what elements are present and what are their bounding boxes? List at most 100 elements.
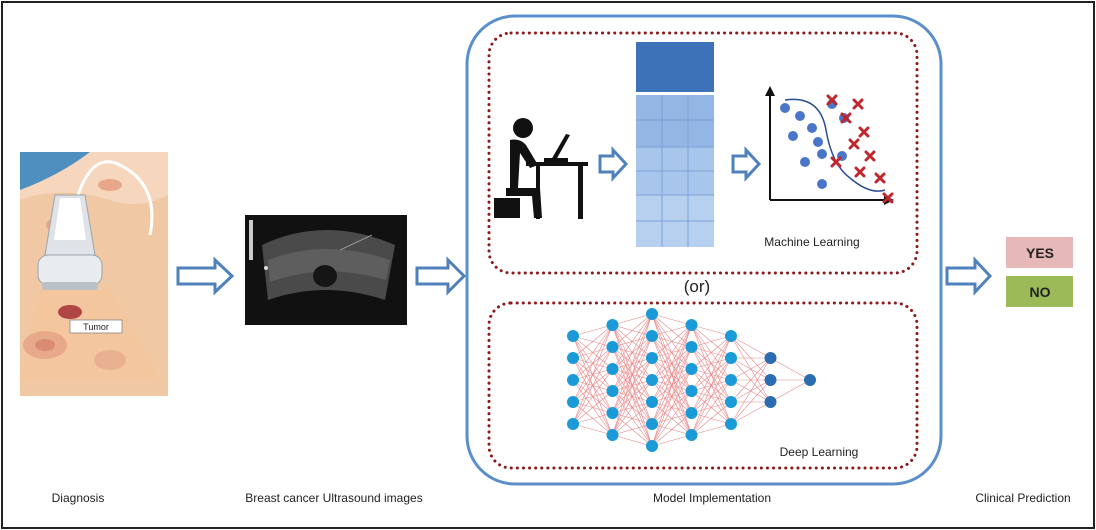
nn-node	[567, 352, 579, 364]
nn-edge	[612, 423, 653, 436]
nn-node	[646, 352, 658, 364]
diagnosis-illustration: Tumor	[20, 152, 168, 396]
nn-edge	[572, 390, 613, 425]
nn-node	[606, 407, 619, 419]
nn-edge	[572, 324, 613, 359]
nn-edge	[612, 313, 653, 370]
nn-node	[804, 374, 816, 386]
ultrasound-images-label: Breast cancer Ultrasound images	[245, 491, 422, 505]
ultrasound-marker	[339, 234, 373, 251]
nn-node	[685, 385, 698, 397]
ultrasound-lesion	[313, 265, 337, 287]
nn-node	[685, 363, 698, 375]
ultrasound-image	[245, 215, 407, 325]
tumor-label-box	[69, 319, 123, 334]
nn-node	[725, 352, 737, 364]
nn-node	[725, 374, 737, 386]
blue-corner	[20, 152, 90, 190]
scatter-point-blue	[795, 111, 805, 121]
ml-dotted-box	[487, 31, 919, 275]
nn-node	[685, 341, 698, 353]
ultrasound-probe-icon	[37, 194, 103, 290]
nn-edge	[691, 335, 732, 392]
nn-edge	[612, 313, 653, 392]
nn-edge	[691, 335, 732, 348]
nn-edge	[612, 313, 653, 326]
tissue-blob	[98, 179, 122, 191]
nn-node	[646, 440, 658, 452]
nn-edge	[572, 346, 613, 425]
nn-edge	[770, 379, 811, 403]
nn-edge	[572, 423, 613, 436]
nn-edge	[572, 324, 613, 337]
nn-edge	[651, 412, 692, 447]
nn-edge	[730, 357, 771, 403]
scatter-point-red	[852, 98, 864, 110]
nn-edge	[651, 324, 692, 425]
nn-edge	[651, 324, 692, 447]
scatter-point-red	[840, 112, 852, 124]
nn-edge	[691, 401, 732, 436]
nn-edge	[651, 434, 692, 447]
ultrasound-dot	[264, 266, 268, 270]
scatter-plot-icon	[765, 86, 894, 205]
neural-network-edges	[572, 313, 811, 447]
nn-node	[725, 330, 737, 342]
nn-edge	[612, 313, 653, 414]
nn-edge	[651, 368, 692, 447]
nn-node	[685, 429, 698, 441]
nn-edge	[730, 357, 771, 425]
scatter-point-blue	[780, 103, 790, 113]
nn-node	[606, 363, 619, 375]
deep-learning-label: Deep Learning	[780, 445, 859, 459]
nn-edge	[651, 390, 692, 447]
tumor-shape	[58, 305, 82, 319]
nn-node	[606, 341, 619, 353]
nn-node	[725, 418, 737, 430]
person-at-laptop-icon	[494, 118, 588, 219]
nn-node	[764, 374, 777, 386]
nn-edge	[691, 324, 732, 337]
scatter-point-blue	[817, 149, 827, 159]
nn-edge	[691, 379, 732, 436]
scatter-point-red	[874, 172, 886, 184]
tissue-blob	[94, 350, 126, 370]
nn-node	[685, 319, 698, 331]
prediction-no-label: NO	[1030, 284, 1051, 300]
nn-node	[646, 330, 658, 342]
or-label: (or)	[684, 277, 710, 296]
nn-node	[606, 385, 619, 397]
nn-node	[764, 352, 777, 364]
prediction-no-box	[1006, 276, 1073, 307]
nn-edge	[770, 357, 811, 381]
nn-edge	[572, 368, 613, 425]
nn-edge	[651, 346, 692, 447]
nn-edge	[651, 313, 692, 326]
nn-edge	[572, 324, 613, 381]
nn-edge	[651, 324, 692, 381]
nn-node	[764, 396, 777, 408]
probe-cable	[73, 160, 154, 236]
scatter-point-red	[848, 138, 860, 150]
nn-edge	[612, 434, 653, 447]
scatter-point-red	[830, 156, 842, 168]
nn-edge	[691, 335, 732, 414]
nn-edge	[612, 357, 653, 436]
nn-node	[567, 418, 579, 430]
ultrasound-fan-band	[268, 249, 390, 282]
nn-node	[567, 396, 579, 408]
nn-edge	[730, 357, 771, 381]
nn-edge	[691, 357, 732, 436]
nn-node	[646, 418, 658, 430]
scatter-point-blue	[813, 137, 823, 147]
arrow-3	[945, 256, 993, 296]
scatter-point-blue	[788, 131, 798, 141]
prediction-yes-box	[1006, 237, 1073, 268]
arrow-2	[415, 256, 467, 296]
nn-edge	[651, 324, 692, 403]
nn-edge	[651, 324, 692, 337]
nn-edge	[730, 335, 771, 359]
nn-node	[685, 407, 698, 419]
